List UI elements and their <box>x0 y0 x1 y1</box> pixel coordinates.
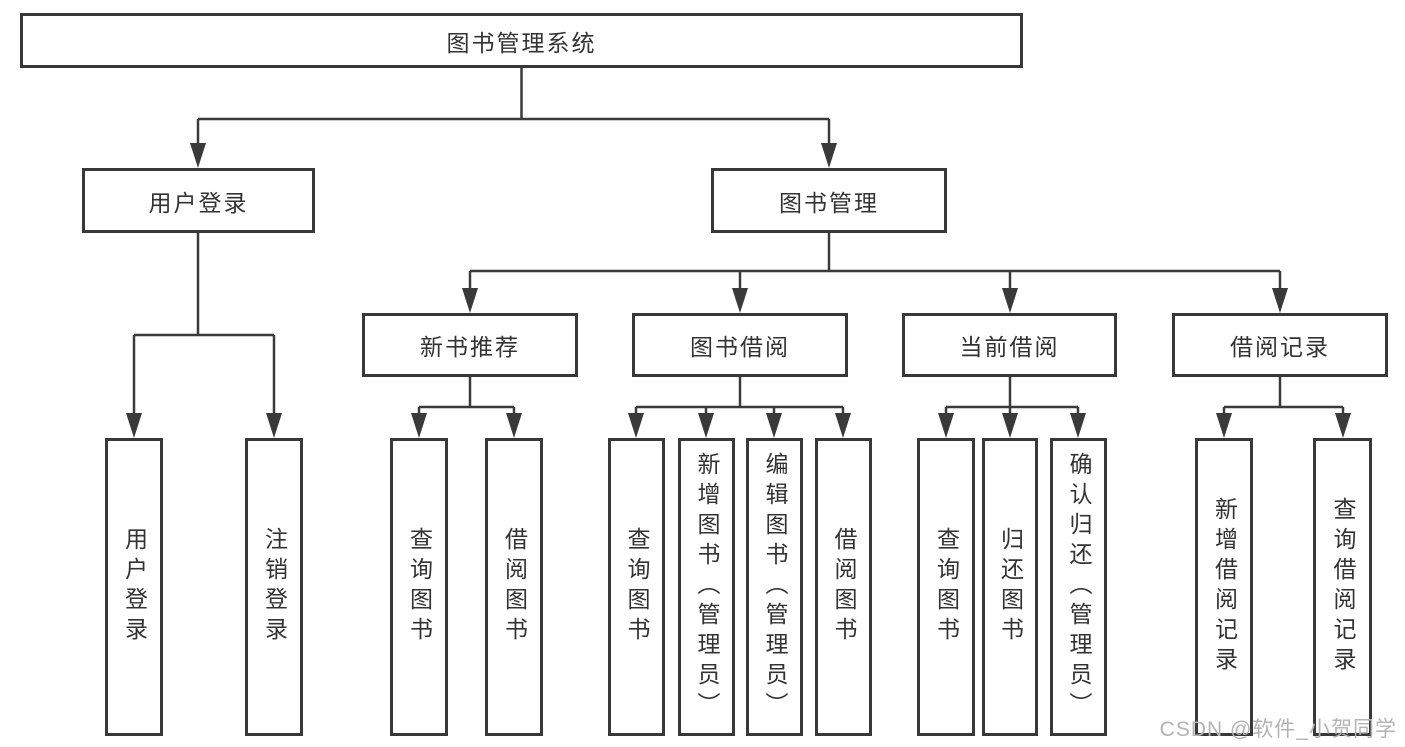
leaf-borrow-books-recommend: 借阅图书 <box>485 438 543 736</box>
node-current-borrow: 当前借阅 <box>902 313 1117 377</box>
node-library-management-system: 图书管理系统 <box>20 13 1023 68</box>
leaf-label: 查询借阅记录 <box>1330 497 1356 677</box>
leaf-query-borrow-record: 查询借阅记录 <box>1313 438 1372 736</box>
leaf-query-books-borrow: 查询图书 <box>608 438 665 736</box>
node-new-book-recommend: 新书推荐 <box>362 313 578 377</box>
node-label: 图书管理 <box>779 189 879 216</box>
leaf-label: 新增图书（管理员） <box>694 452 720 722</box>
leaf-label: 用户登录 <box>121 527 148 647</box>
node-label: 当前借阅 <box>959 334 1060 360</box>
leaf-label: 确认归还（管理员） <box>1066 452 1092 722</box>
node-borrow-records: 借阅记录 <box>1172 313 1388 377</box>
leaf-add-borrow-record: 新增借阅记录 <box>1195 438 1253 736</box>
leaf-label: 借阅图书 <box>501 527 528 647</box>
node-label: 用户登录 <box>148 189 249 216</box>
leaf-label: 新增借阅记录 <box>1211 497 1238 677</box>
csdn-watermark: CSDN @软件_小贺同学 <box>1159 718 1397 741</box>
node-user-login: 用户登录 <box>82 168 315 233</box>
node-label: 新书推荐 <box>420 334 520 360</box>
node-label: 图书借阅 <box>690 334 790 360</box>
leaf-label: 归还图书 <box>997 527 1024 647</box>
node-book-borrow: 图书借阅 <box>632 313 848 377</box>
leaf-add-books-admin: 新增图书（管理员） <box>678 438 735 736</box>
leaf-label: 注销登录 <box>261 527 288 647</box>
leaf-confirm-return-admin: 确认归还（管理员） <box>1050 438 1107 736</box>
leaf-label: 查询图书 <box>933 527 960 647</box>
leaf-edit-books-admin: 编辑图书（管理员） <box>746 438 803 736</box>
leaf-label: 查询图书 <box>406 527 433 647</box>
node-label: 图书管理系统 <box>446 29 597 56</box>
leaf-label: 借阅图书 <box>831 527 857 647</box>
leaf-borrow-books: 借阅图书 <box>815 438 872 736</box>
leaf-query-books-recommend: 查询图书 <box>390 438 448 736</box>
node-label: 借阅记录 <box>1230 334 1330 360</box>
leaf-query-books-current: 查询图书 <box>917 438 975 736</box>
node-book-management: 图书管理 <box>711 168 947 233</box>
leaf-label: 查询图书 <box>624 527 650 647</box>
leaf-user-login: 用户登录 <box>105 438 163 736</box>
leaf-logout: 注销登录 <box>245 438 303 736</box>
leaf-return-books: 归还图书 <box>982 438 1038 736</box>
leaf-label: 编辑图书（管理员） <box>762 452 788 722</box>
